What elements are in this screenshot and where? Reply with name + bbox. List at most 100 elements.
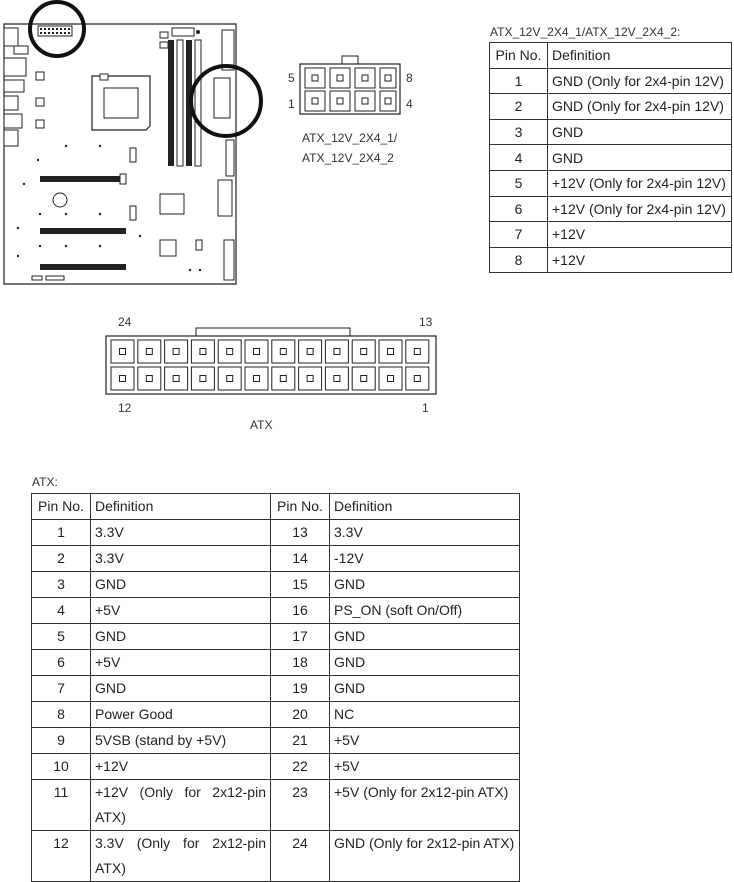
pin-number-cell: 4 [489,144,548,171]
pin-definition-cell: +12V (Only for 2x12-pin ATX) [90,779,271,831]
pin-number-cell: 10 [31,753,91,780]
pin-number-cell: 3 [489,118,548,146]
connector-pin-hole [226,348,234,355]
connector-pin-hole [413,348,421,355]
connector-pin-hole [226,375,234,382]
connector-pin-hole [172,348,180,355]
pin-number-cell: 1 [489,67,548,95]
pin-number-cell: 21 [270,727,330,754]
table-row: 5+12V (Only for 2x4-pin 12V) [489,169,732,197]
pin-definition-cell: GND [329,571,520,598]
pin-definition-cell: +5V [90,649,271,676]
pin-label-1: 1 [288,97,295,111]
pin-definition-cell: +5V (Only for 2x12-pin ATX) [329,779,520,831]
pin-definition-cell: GND [329,649,520,676]
atx-pin-label-12: 12 [118,401,132,415]
connector-pin-hole [145,375,153,382]
connector-pin-hole [387,348,394,355]
pin-label-4: 4 [406,97,413,111]
connector-pin-hole [145,348,153,355]
pin-number-cell: 19 [270,675,330,702]
atx-pin-label-1: 1 [422,401,429,415]
pin-number-cell: 7 [489,221,548,248]
header-definition: Definition [547,42,732,69]
pin-number-cell: 3 [31,571,91,598]
header-pin-no: Pin No. [489,42,548,69]
table-row: 6+12V (Only for 2x4-pin 12V) [489,195,732,223]
pin-definition-cell: GND (Only for 2x12-pin ATX) [329,830,520,882]
pin-number-cell: 7 [31,675,91,702]
atx-connector-label: ATX [250,418,273,432]
pin-number-cell: 24 [270,830,330,882]
pin-number-cell: 12 [31,830,91,882]
connector-pin-hole [199,375,207,382]
connector-pin-hole [253,348,260,355]
header-pin-no: Pin No. [270,493,330,520]
pin-definition-cell: +12V (Only for 2x4-pin 12V) [547,169,732,197]
connector-pin-hole [333,375,341,382]
connector-pin-hole [387,375,394,382]
pin-definition-cell: GND [547,118,732,146]
pin-number-cell: 16 [270,597,330,624]
pin-definition-cell: GND [90,571,271,598]
pin-definition-cell: +12V [547,221,732,248]
pin-number-cell: 22 [270,753,330,780]
connector-pin-hole [413,375,421,382]
pin-number-cell: 8 [31,701,91,728]
pin-definition-cell: GND [90,675,271,702]
pin-number-cell: 17 [270,623,330,650]
connector-pin-hole [306,348,314,355]
pin-label-8: 8 [406,71,413,85]
pin-number-cell: 5 [31,623,91,650]
pin-number-cell: 2 [31,545,91,572]
connector-pin-hole [172,375,180,382]
pin-number-cell: 23 [270,779,330,831]
connector-pin-hole [279,375,287,382]
pin-definition-cell: GND [547,144,732,171]
pin-definition-cell: +12V (Only for 2x4-pin 12V) [547,195,732,223]
atx-pin-label-13: 13 [419,315,433,329]
connector-pin-hole [253,375,260,382]
pin-definition-cell: GND [329,623,520,650]
pin-definition-cell: GND [90,623,271,650]
pin-definition-cell: +5V [90,597,271,624]
connector-pin-hole [333,348,341,355]
pin-number-cell: 5 [489,169,548,197]
table-header-row: Pin No. Definition [489,42,732,69]
connector-pin-hole [360,348,368,355]
atx-pin-label-24: 24 [118,315,132,329]
connector-pin-hole [119,348,126,355]
pin-definition-cell: GND (Only for 2x4-pin 12V) [547,67,732,95]
pin-number-cell: 8 [489,246,548,274]
header-definition: Definition [329,493,520,520]
pin-number-cell: 20 [270,701,330,728]
table-header-row: Pin No. Definition Pin No. Definition [31,493,520,520]
pin-definition-cell: +5V [329,727,520,754]
pin-definition-cell: Power Good [90,701,271,728]
pin-definition-cell: 3.3V [90,519,271,546]
atx-table-title: ATX: [32,475,58,489]
pin-label-5: 5 [288,71,295,85]
pin-definition-cell: NC [329,701,520,728]
connector-label-line1: ATX_12V_2X4_1/ [302,131,398,145]
pin-definition-cell: 3.3V (Only for 2x12-pin ATX) [90,830,271,882]
pin-definition-cell: +12V [547,246,732,274]
atx-12v-2x4-connector [299,55,401,115]
atx-24pin-connector [105,327,437,395]
motherboard-diagram [3,0,263,285]
pin-number-cell: 6 [31,649,91,676]
pin-number-cell: 13 [270,519,330,546]
table-row: 7+12V [489,221,732,248]
pin-definition-cell: -12V [329,545,520,572]
